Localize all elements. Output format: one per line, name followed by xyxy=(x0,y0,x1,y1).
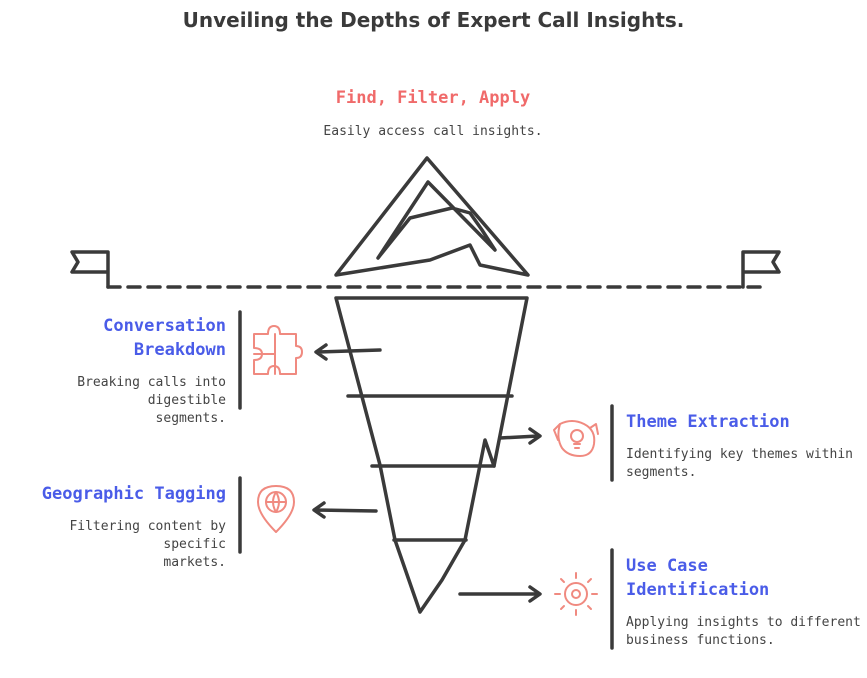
use-case-identification-heading-line1: Use Case xyxy=(626,556,708,576)
conversation-breakdown-desc-line1: Breaking calls into digestible xyxy=(77,375,226,408)
geographic-tagging-heading: Geographic Tagging xyxy=(0,482,226,506)
iceberg-tip xyxy=(334,156,530,277)
conversation-breakdown-desc-line2: segments. xyxy=(155,411,226,426)
conversation-breakdown-heading-line2: Breakdown xyxy=(133,340,226,360)
use-case-identification-desc-line2: business functions. xyxy=(626,633,775,648)
theme-extraction-description: Identifying key themes within segments. xyxy=(626,446,862,482)
globe-pin-icon xyxy=(257,485,295,533)
theme-extraction-heading: Theme Extraction xyxy=(626,410,856,434)
conversation-breakdown-description: Breaking calls into digestible segments. xyxy=(0,374,226,428)
page-title: Unveiling the Depths of Expert Call Insi… xyxy=(182,8,685,32)
right-flag xyxy=(741,250,781,289)
conversation-breakdown-heading-line1: Conversation xyxy=(103,316,226,336)
top-heading: Find, Filter, Apply xyxy=(335,88,531,108)
theme-extraction-heading-line1: Theme Extraction xyxy=(626,412,790,432)
geographic-tagging-desc-line2: markets. xyxy=(163,555,226,570)
conversation-breakdown-heading: Conversation Breakdown xyxy=(20,314,226,362)
geographic-tagging-description: Filtering content by specific markets. xyxy=(0,518,226,572)
idea-bubble-icon xyxy=(553,420,599,457)
use-case-identification-heading-line2: Identification xyxy=(626,580,770,600)
left-flag xyxy=(70,250,110,289)
use-case-identification-description: Applying insights to different business … xyxy=(626,614,862,650)
use-case-identification-desc-line1: Applying insights to different xyxy=(626,615,861,630)
sun-target-icon xyxy=(554,572,598,616)
arrow-theme xyxy=(498,427,542,445)
top-description: Easily access call insights. xyxy=(323,124,543,139)
geographic-tagging-heading-line1: Geographic Tagging xyxy=(41,484,226,504)
arrow-geo xyxy=(312,501,378,519)
iceberg-underwater xyxy=(334,296,529,614)
theme-extraction-desc-line2: segments. xyxy=(626,465,697,480)
theme-extraction-desc-line1: Identifying key themes within xyxy=(626,447,853,462)
arrow-usecase xyxy=(458,585,542,603)
use-case-identification-heading: Use Case Identification xyxy=(626,554,856,602)
arrow-conversation xyxy=(314,343,382,361)
geographic-tagging-desc-line1: Filtering content by specific xyxy=(69,519,226,552)
iceberg-tip-inner xyxy=(376,180,497,260)
puzzle-icon xyxy=(253,325,303,375)
